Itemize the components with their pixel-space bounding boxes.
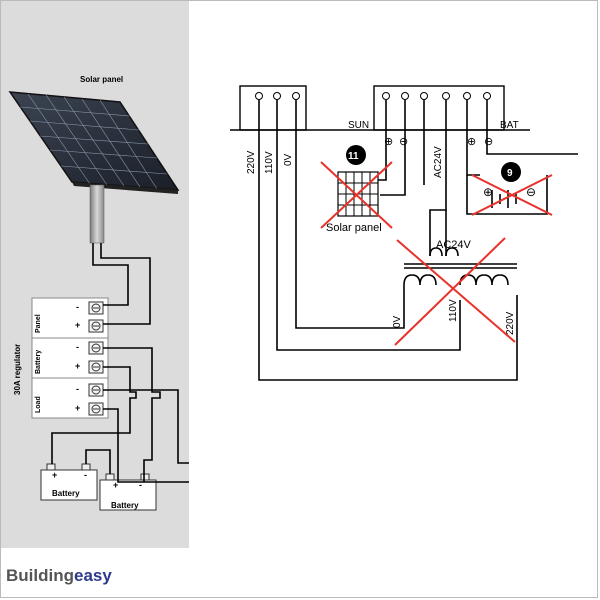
brand-part-easy: easy [73, 566, 112, 585]
panel-plus-sign: + [75, 320, 80, 330]
ac24v-transformer-label: AC24V [436, 239, 472, 251]
battery-minus-symbol: ⊖ [526, 185, 536, 199]
mains-110v-label: 110V [264, 151, 275, 174]
brand-watermark: Buildingeasy [6, 566, 112, 588]
solar-panel-title: Solar panel [80, 75, 123, 84]
schematic-wires [258, 130, 578, 381]
callout-9-circle [501, 162, 521, 182]
cross-transformer-b [394, 237, 506, 346]
inner-solar-panel-label: Solar panel [326, 222, 382, 234]
transformer-0v-label: 0V [392, 315, 403, 328]
battery-1-minus: - [84, 470, 87, 480]
battery-1-plus: + [52, 470, 57, 480]
load-minus-sign: - [76, 384, 79, 394]
cross-battery-b [471, 174, 553, 216]
transformer-110v-label: 110V [448, 299, 459, 322]
bat-plus-symbol: ⊕ [467, 136, 476, 148]
battery-plus-sign: + [75, 361, 80, 371]
terminal-pins [258, 100, 488, 130]
mains-0v-label: 0V [283, 153, 294, 166]
sun-label: SUN [348, 120, 369, 131]
panel-minus-sign: - [76, 302, 79, 312]
battery-2-minus: - [139, 480, 142, 490]
cross-transformer-a [396, 239, 516, 343]
schematic-area [189, 0, 600, 548]
callout-11-circle [346, 145, 366, 165]
battery-2-label: Battery [111, 501, 139, 510]
battery-minus-sign: - [76, 342, 79, 352]
bat-label: BAT [500, 120, 519, 131]
regulator-box [31, 297, 109, 419]
regulator-terminals [88, 301, 104, 416]
panel-port-label: Panel [35, 314, 42, 333]
battery-2-plus: + [113, 480, 118, 490]
sun-bat-terminal-block [373, 85, 505, 131]
callout-11-number: 11 [348, 151, 359, 162]
callout-9-number: 9 [507, 168, 513, 179]
battery-2 [99, 473, 157, 511]
mains-220v-label: 220V [246, 150, 257, 174]
battery-1 [40, 463, 98, 501]
bat-minus-symbol: ⊖ [484, 136, 493, 148]
panel-to-regulator-wires [92, 243, 151, 325]
load-plus-sign: + [75, 403, 80, 413]
battery-port-label: Battery [35, 350, 42, 374]
red-cross-marks [320, 161, 553, 346]
transformer-220v-label: 220V [505, 311, 516, 335]
battery-1-label: Battery [52, 489, 80, 498]
solar-panel-image [8, 91, 180, 244]
load-port-label: Load [35, 396, 42, 413]
cross-solar-b [320, 161, 393, 229]
sun-minus-symbol: ⊖ [399, 136, 408, 148]
battery-plus-symbol: ⊕ [483, 185, 493, 199]
ac24v-vertical-label: AC24V [433, 146, 444, 178]
left-panel-background [0, 0, 189, 548]
sun-plus-symbol: ⊕ [384, 136, 393, 148]
brand-part-building: Building [6, 566, 74, 585]
regulator-label: 30A regulator [13, 344, 22, 395]
mains-terminal-block [239, 85, 307, 131]
